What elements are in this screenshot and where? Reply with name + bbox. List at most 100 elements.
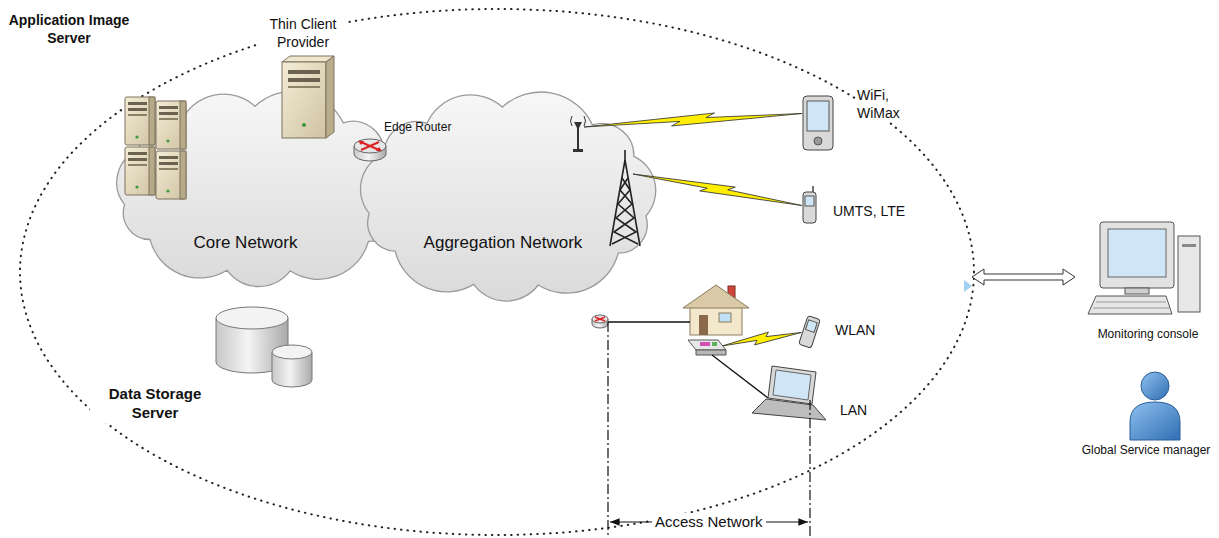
edge-router-icon [354,139,386,153]
console-label: Monitoring console [1075,215,1217,347]
thin-client-server-icon [288,70,320,74]
person-icon [1130,372,1180,440]
pda-icon [807,101,829,131]
laptop-icon [752,366,826,420]
application-server-icon [156,151,186,199]
double-arrow [972,269,1075,285]
pda-icon [803,96,833,150]
application-server-icon [156,101,186,149]
node-text: LAN [840,402,874,420]
device-label: UMTS, LTE [795,185,925,230]
console-icon [1178,236,1200,312]
wlan-phone-icon [799,316,821,349]
thin-client-server-icon [288,86,320,88]
house-icon [719,313,731,322]
wlan-phone-icon [806,320,818,332]
thin-client-server-icon [282,56,334,62]
access-network-bracket [607,322,608,538]
console-icon [1182,244,1196,247]
wires [608,322,768,398]
cell-tower-icon [624,150,626,165]
person-label: Global Service manager [1076,365,1218,461]
edge-router-icon [361,142,379,150]
house-icon [683,285,749,308]
person-icon [1141,372,1169,400]
antenna-icon [573,149,583,152]
access-router-icon [592,315,608,323]
server-label: Thin Client Provider [258,16,350,144]
cloud-outline [108,92,413,287]
house-icon [683,285,749,335]
node-text: Data Storage Server [90,385,220,423]
double-arrow [964,280,972,292]
node-text: Core Network [108,232,383,253]
mobile-phone-icon [805,196,814,206]
console-icon [1088,296,1172,314]
node-text: Application Image Server [8,12,130,47]
access-router-icon [595,317,605,321]
access-network-bracket [608,322,810,538]
node-text: WiFi, WiMax [857,87,919,122]
node-text: Aggregation Network [372,232,634,253]
storage-label: Data Storage Server [90,296,315,444]
device-label: WLAN [795,305,895,350]
application-server-icon [125,147,155,195]
mobile-phone-icon [812,186,814,192]
edge-router-icon [361,142,379,150]
storage-cylinder-icon [216,307,288,329]
wireless-router-icon [688,340,726,350]
thin-client-server-icon [288,78,320,82]
wireless-router-icon [700,342,710,346]
node-text: Thin Client Provider [258,16,348,51]
double-arrow [964,269,1075,292]
edge-router-icon [376,147,382,151]
console-icon [1100,222,1174,288]
thin-client-server-icon [302,123,306,127]
pda-icon [814,137,822,145]
application-server-icon [125,97,155,145]
wires [712,355,768,398]
node-text: UMTS, LTE [833,203,923,221]
wireless-router-icon [688,340,726,355]
laptop-icon [752,399,826,420]
device-label: WiFi, WiMax [795,85,925,155]
wires [608,321,690,322]
wireless-router-icon [696,350,726,355]
node-text: Edge Router [384,120,456,135]
mobile-phone-icon [803,186,816,223]
console-icon [1108,229,1166,277]
console-icon [1096,302,1166,303]
server-label: Application Image Server [8,10,190,198]
console-icon [1088,222,1200,314]
storage-cylinder-icon [272,345,312,359]
node-text: WLAN [835,322,891,340]
node-text: Global Service manager [1076,443,1216,458]
edge-router-icon [354,139,386,161]
console-icon [1125,288,1149,294]
network-cloud: Core NetworkApplication Image ServerThin… [108,92,413,287]
laptop-icon [773,370,811,400]
thin-client-server-icon [282,56,334,138]
pda-icon [803,96,833,150]
node-text: Monitoring console [1083,327,1213,342]
cloud-outline [360,92,655,301]
application-server-icon [125,97,186,199]
edge-router-icon [358,141,364,145]
thin-client-server-icon [282,62,326,138]
house-icon [690,305,742,335]
access-router-icon [595,317,605,321]
device-label: LAN [748,362,878,424]
house-icon [699,315,708,335]
laptop-icon [768,366,816,404]
service-boundary [20,9,974,535]
router-label: Edge Router [350,118,460,170]
thin-client-server-icon [326,56,334,138]
wlan-phone-icon [799,316,821,349]
dimension-label: Access Network [652,513,766,531]
wireless-router-icon [712,342,717,346]
access-network-bracket [809,400,810,538]
console-icon [1093,308,1169,309]
lightning-link [632,169,803,209]
